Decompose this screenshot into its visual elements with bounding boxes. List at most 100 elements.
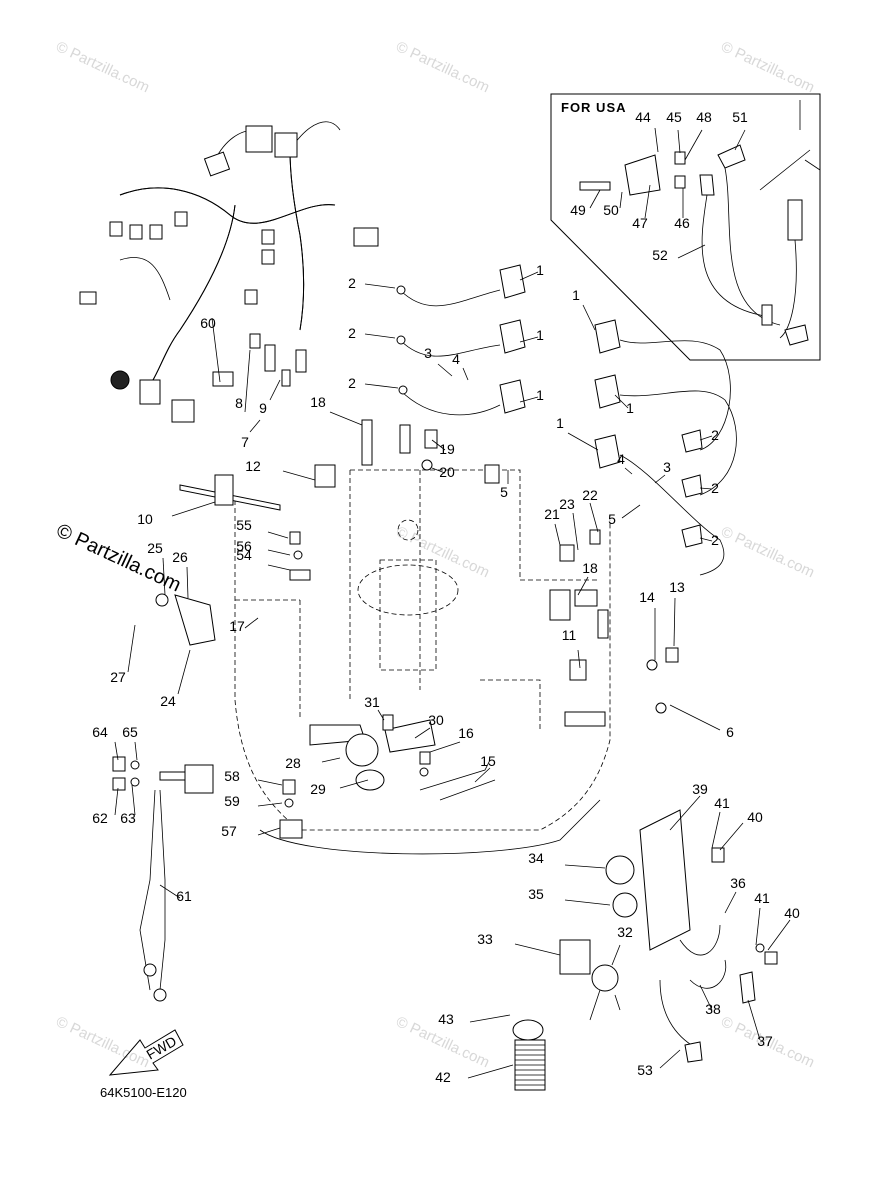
callout-65: 65 <box>122 724 138 740</box>
callout-leader-line <box>654 474 666 484</box>
misc-parts <box>155 419 679 839</box>
callout-44: 44 <box>635 109 651 125</box>
callout-leader-line <box>699 487 713 490</box>
watermark: © Partzilla.com <box>393 523 492 581</box>
callout-leader-line <box>611 944 621 966</box>
callout-47: 47 <box>632 215 648 231</box>
callout-18: 18 <box>310 394 326 410</box>
watermark: © Partzilla.com <box>53 38 152 96</box>
callout-leader-line <box>669 704 721 731</box>
callout-leader-line <box>519 396 539 403</box>
callout-leader-line <box>469 1014 511 1023</box>
callout-leader-line <box>127 624 136 673</box>
callout-leader-line <box>699 435 713 441</box>
callout-leader-line <box>519 336 539 343</box>
callout-63: 63 <box>120 810 136 826</box>
callout-leader-line <box>699 984 713 1011</box>
callout-8: 8 <box>235 395 243 411</box>
callout-leader-line <box>377 709 385 721</box>
callout-10: 10 <box>137 511 153 527</box>
callout-49: 49 <box>570 202 586 218</box>
for-usa-inset: FOR USA <box>550 93 821 361</box>
callout-57: 57 <box>221 823 237 839</box>
callout-13: 13 <box>669 579 685 595</box>
callout-leader-line <box>114 787 119 816</box>
battery-lead <box>112 756 214 1002</box>
callout-2: 2 <box>348 275 356 291</box>
callout-leader-line <box>211 317 221 383</box>
callout-41: 41 <box>714 795 730 811</box>
callout-43: 43 <box>438 1011 454 1027</box>
callout-leader-line <box>572 512 579 551</box>
callout-leader-line <box>684 129 703 161</box>
callout-4: 4 <box>617 451 625 467</box>
callout-38: 38 <box>705 1001 721 1017</box>
callout-60: 60 <box>200 315 216 331</box>
callout-12: 12 <box>245 458 261 474</box>
callout-17: 17 <box>229 618 245 634</box>
callout-1: 1 <box>556 415 564 431</box>
callout-leader-line <box>321 757 341 763</box>
callout-leader-line <box>244 617 259 629</box>
callout-64: 64 <box>92 724 108 740</box>
callout-58: 58 <box>224 768 240 784</box>
callout-leader-line <box>654 127 659 153</box>
inset-title: FOR USA <box>561 100 627 115</box>
watermark: © Partzilla.com <box>53 1013 152 1071</box>
callout-2: 2 <box>348 375 356 391</box>
callout-leader-line <box>614 394 629 409</box>
callout-14: 14 <box>639 589 655 605</box>
callout-25: 25 <box>147 540 163 556</box>
callout-leader-line <box>734 129 746 151</box>
callout-56: 56 <box>236 538 252 554</box>
callout-2: 2 <box>711 532 719 548</box>
watermark: © Partzilla.com <box>718 523 817 581</box>
callout-3: 3 <box>663 459 671 475</box>
callout-leader-line <box>673 597 676 647</box>
callout-59: 59 <box>224 793 240 809</box>
callout-leader-line <box>514 943 561 956</box>
callout-leader-line <box>364 333 396 339</box>
callout-leader-line <box>131 784 136 816</box>
callout-28: 28 <box>285 755 301 771</box>
callout-29: 29 <box>310 781 326 797</box>
callout-34: 34 <box>528 850 544 866</box>
callout-48: 48 <box>696 109 712 125</box>
callout-leader-line <box>582 304 596 331</box>
callout-23: 23 <box>559 496 575 512</box>
callout-leader-line <box>437 363 453 377</box>
engine-outline <box>234 469 611 855</box>
diagram-code: 64K5100-E120 <box>100 1085 187 1100</box>
callout-leader-line <box>364 283 396 289</box>
callout-leader-line <box>414 727 431 739</box>
callout-leader-line <box>677 129 681 154</box>
callout-1: 1 <box>626 400 634 416</box>
callout-55: 55 <box>236 517 252 533</box>
callout-leader-line <box>171 501 216 517</box>
callout-2: 2 <box>711 427 719 443</box>
callout-leader-line <box>624 467 633 475</box>
callout-leader-line <box>719 822 744 851</box>
callout-leader-line <box>724 891 737 914</box>
callout-33: 33 <box>477 931 493 947</box>
callout-leader-line <box>567 432 599 451</box>
callout-19: 19 <box>439 441 455 457</box>
callout-leader-line <box>747 999 761 1041</box>
callout-leader-line <box>711 811 721 849</box>
callout-leader-line <box>329 411 363 426</box>
callout-leader-line <box>267 531 289 539</box>
callout-31: 31 <box>364 694 380 710</box>
callout-40: 40 <box>747 809 763 825</box>
callout-53: 53 <box>637 1062 653 1078</box>
callout-42: 42 <box>435 1069 451 1085</box>
callout-16: 16 <box>458 725 474 741</box>
callout-leader-line <box>134 741 138 761</box>
callout-leader-line <box>267 549 291 556</box>
callout-1: 1 <box>536 327 544 343</box>
callout-5: 5 <box>608 511 616 527</box>
callout-20: 20 <box>439 464 455 480</box>
callout-leader-line <box>577 576 589 596</box>
callout-52: 52 <box>652 247 668 263</box>
watermark: © Partzilla.com <box>718 38 817 96</box>
